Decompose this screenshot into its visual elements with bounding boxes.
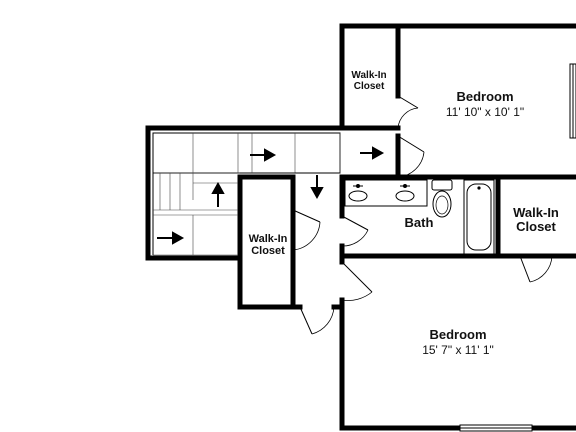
bedroom-upper: Bedroom 11' 10" x 10' 1" (446, 89, 524, 119)
door-swing-icon (292, 209, 321, 251)
room-name-line1: Walk-In (249, 233, 288, 245)
room-name: Bedroom (429, 327, 486, 342)
room-name: Bedroom (456, 89, 513, 104)
stair-arrow-icon (250, 148, 277, 162)
sink-icon (348, 184, 368, 202)
toilet-icon (431, 179, 453, 218)
stair-arrow-icon (211, 181, 225, 207)
room-name-line2: Closet (516, 219, 556, 234)
room-dimensions: 15' 7" x 11' 1" (422, 343, 494, 357)
door-swing-icon (519, 255, 553, 283)
room-name-line2: Closet (354, 81, 385, 92)
door-swing-icon (397, 95, 419, 129)
bedroom-lower: Bedroom 15' 7" x 11' 1" (422, 327, 494, 357)
stair-arrow-icon (360, 146, 385, 160)
door-swing-icon (299, 306, 335, 335)
closet-left: Walk-In Closet (249, 233, 288, 257)
room-dimensions: 11' 10" x 10' 1" (446, 105, 524, 119)
window-icon (459, 424, 533, 432)
stair-arrow-icon (157, 231, 185, 245)
closet-right: Walk-In Closet (513, 205, 559, 234)
vanity (344, 179, 428, 207)
room-name-line1: Walk-In (513, 205, 559, 220)
room-name-line2: Closet (251, 245, 285, 257)
door-swing-icon (341, 261, 373, 301)
bath-room: Bath (405, 215, 434, 230)
window-icon (569, 63, 576, 139)
closet-upper: Walk-In Closet (351, 70, 386, 92)
room-name: Bath (405, 215, 434, 230)
staircase (152, 132, 341, 256)
stair-arrow-icon (310, 175, 324, 200)
door-swing-icon (397, 135, 425, 178)
door-swing-icon (341, 215, 369, 247)
room-name-line1: Walk-In (351, 70, 386, 81)
bathtub-icon (463, 179, 495, 255)
sink-icon (395, 184, 415, 202)
